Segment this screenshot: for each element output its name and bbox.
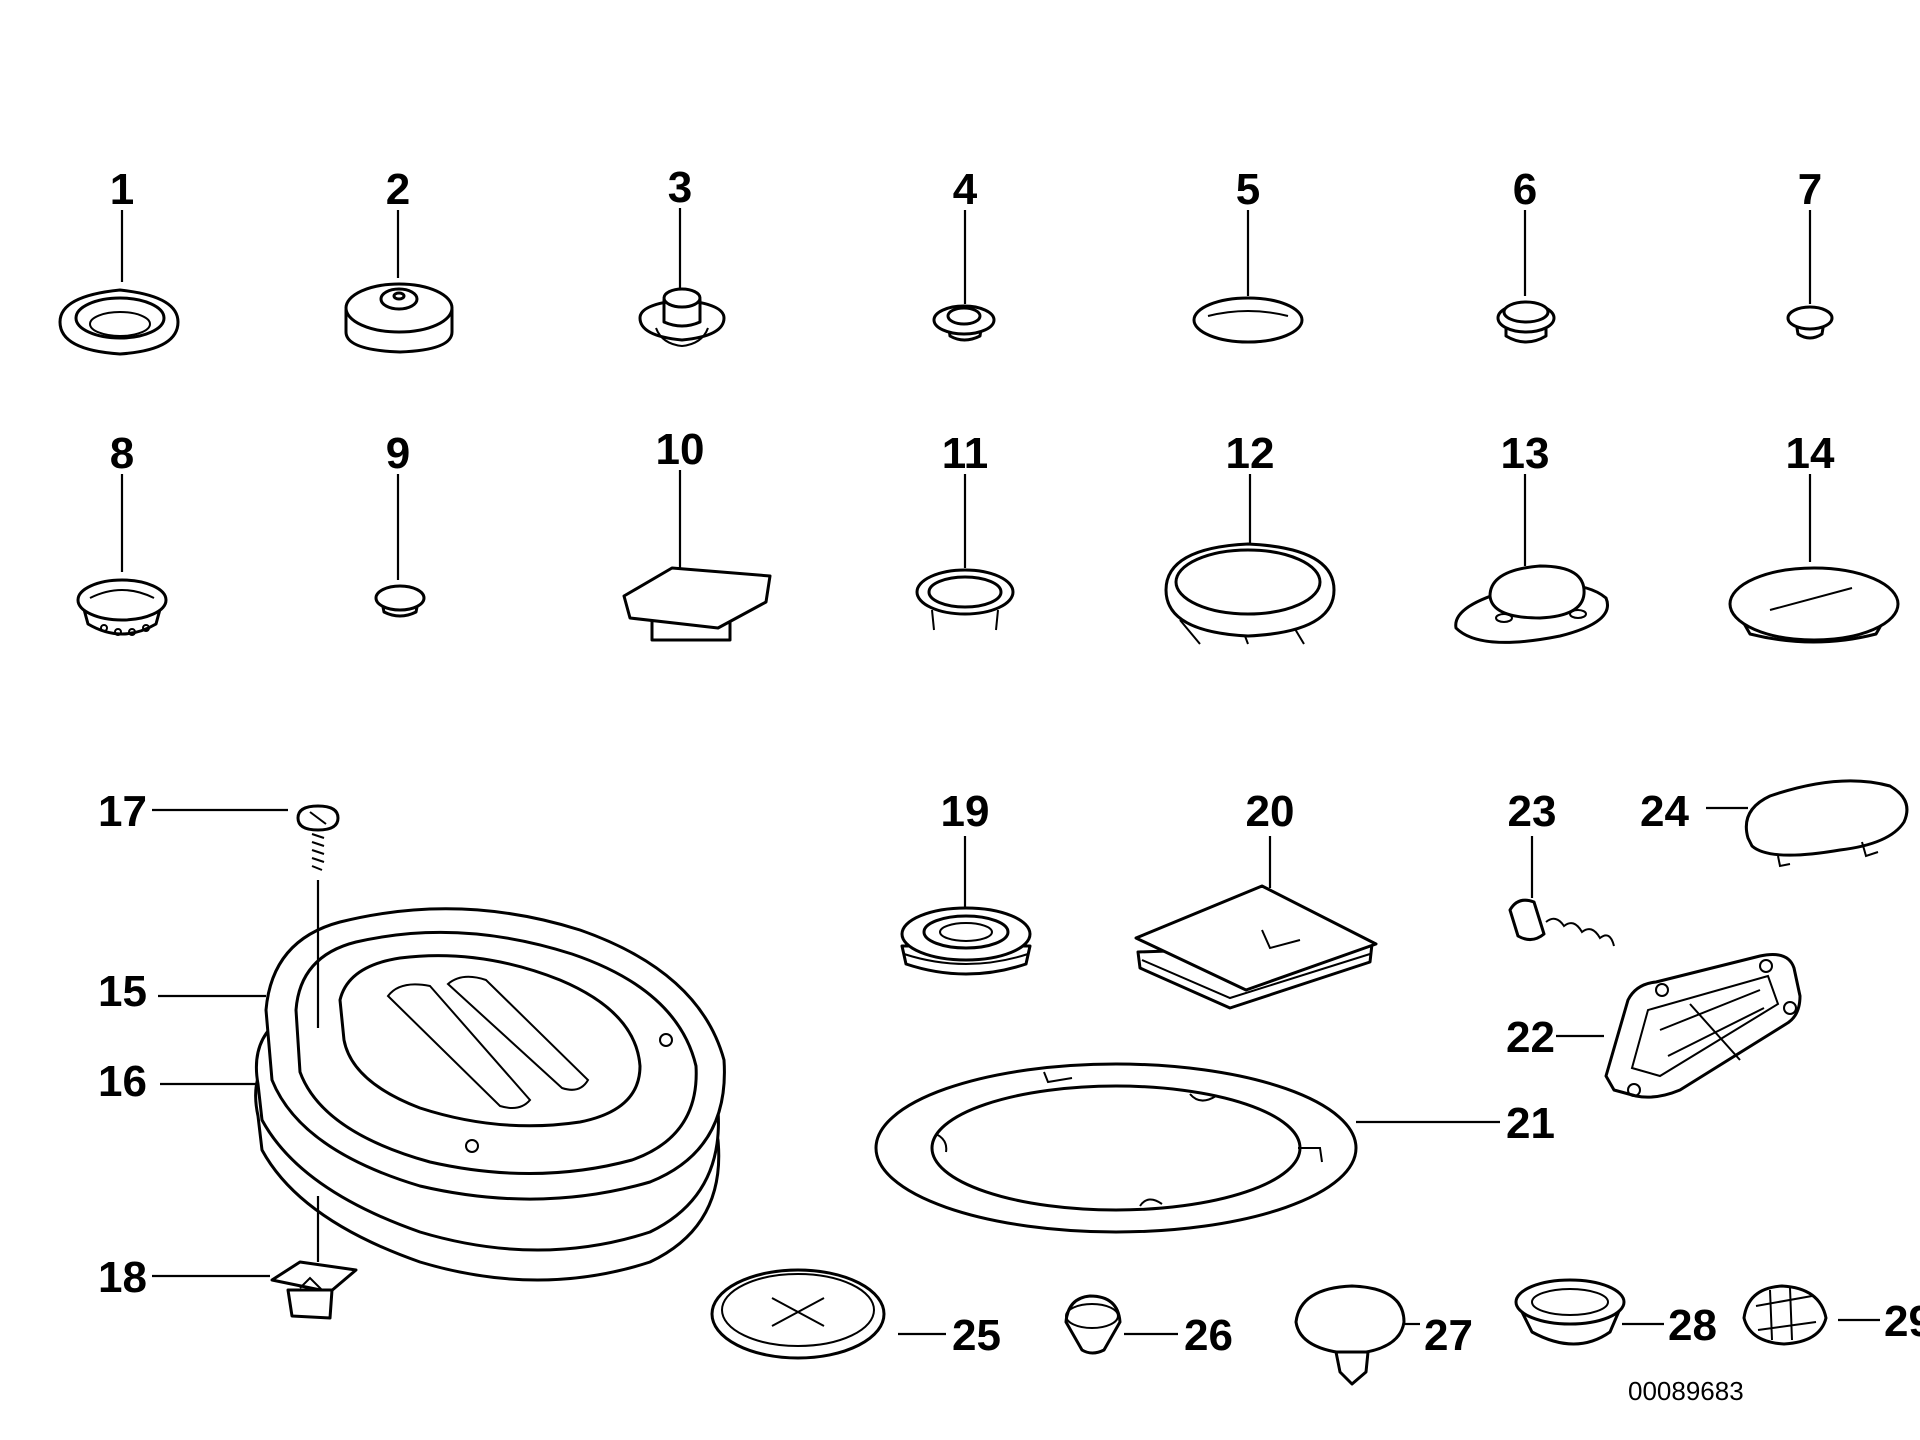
label-4: 4 xyxy=(953,165,978,214)
part-11-drawing xyxy=(915,474,1015,631)
label-8: 8 xyxy=(110,429,134,478)
label-18: 18 xyxy=(98,1253,147,1302)
part-5-drawing xyxy=(1192,210,1304,344)
label-29: 29 xyxy=(1884,1297,1920,1346)
part-1-drawing xyxy=(58,210,180,356)
part-13-drawing xyxy=(1454,474,1609,644)
label-6: 6 xyxy=(1513,165,1537,214)
part-28-drawing xyxy=(1514,1278,1664,1346)
label-26: 26 xyxy=(1184,1311,1233,1360)
part-19-drawing xyxy=(900,836,1032,976)
label-9: 9 xyxy=(386,429,410,478)
label-21: 21 xyxy=(1506,1099,1555,1148)
label-25: 25 xyxy=(952,1311,1001,1360)
part-21-drawing xyxy=(874,1062,1500,1234)
label-17: 17 xyxy=(98,787,147,836)
label-19: 19 xyxy=(941,787,990,836)
part-18-drawing xyxy=(152,1196,358,1320)
part-3-drawing xyxy=(638,208,726,348)
label-16: 16 xyxy=(98,1057,147,1106)
part-27-drawing xyxy=(1294,1284,1420,1386)
label-10: 10 xyxy=(656,425,705,474)
label-11: 11 xyxy=(942,429,989,478)
part-24-drawing xyxy=(1706,779,1909,868)
part-22-drawing xyxy=(1556,953,1802,1099)
reference-number: 00089683 xyxy=(1628,1376,1744,1406)
part-29-drawing xyxy=(1742,1284,1880,1346)
part-6-drawing xyxy=(1496,210,1556,344)
part-17-drawing xyxy=(152,804,340,1028)
part-2-drawing xyxy=(344,210,454,354)
label-28: 28 xyxy=(1668,1301,1717,1350)
label-7: 7 xyxy=(1798,165,1822,214)
part-23-drawing xyxy=(1508,836,1615,947)
part-7-drawing xyxy=(1786,210,1834,340)
label-14: 14 xyxy=(1786,429,1835,478)
part-10-drawing xyxy=(622,470,772,642)
part-20-drawing xyxy=(1134,836,1378,1010)
part-15-16-drawing xyxy=(254,907,726,1282)
part-4-drawing xyxy=(932,210,996,342)
label-20: 20 xyxy=(1246,787,1295,836)
label-13: 13 xyxy=(1501,429,1550,478)
label-1: 1 xyxy=(110,165,134,214)
label-2: 2 xyxy=(386,165,410,214)
part-14-drawing xyxy=(1728,474,1900,644)
label-12: 12 xyxy=(1226,429,1275,478)
label-23: 23 xyxy=(1508,787,1557,836)
part-9-drawing xyxy=(374,474,426,618)
label-22: 22 xyxy=(1506,1013,1555,1062)
label-24: 24 xyxy=(1640,787,1689,836)
label-15: 15 xyxy=(98,967,147,1016)
part-12-drawing xyxy=(1164,474,1336,645)
label-27: 27 xyxy=(1424,1311,1473,1360)
part-26-drawing xyxy=(1064,1294,1178,1355)
part-25-drawing xyxy=(710,1268,946,1360)
label-5: 5 xyxy=(1236,165,1260,214)
part-8-drawing xyxy=(76,474,168,636)
label-3: 3 xyxy=(668,163,692,212)
